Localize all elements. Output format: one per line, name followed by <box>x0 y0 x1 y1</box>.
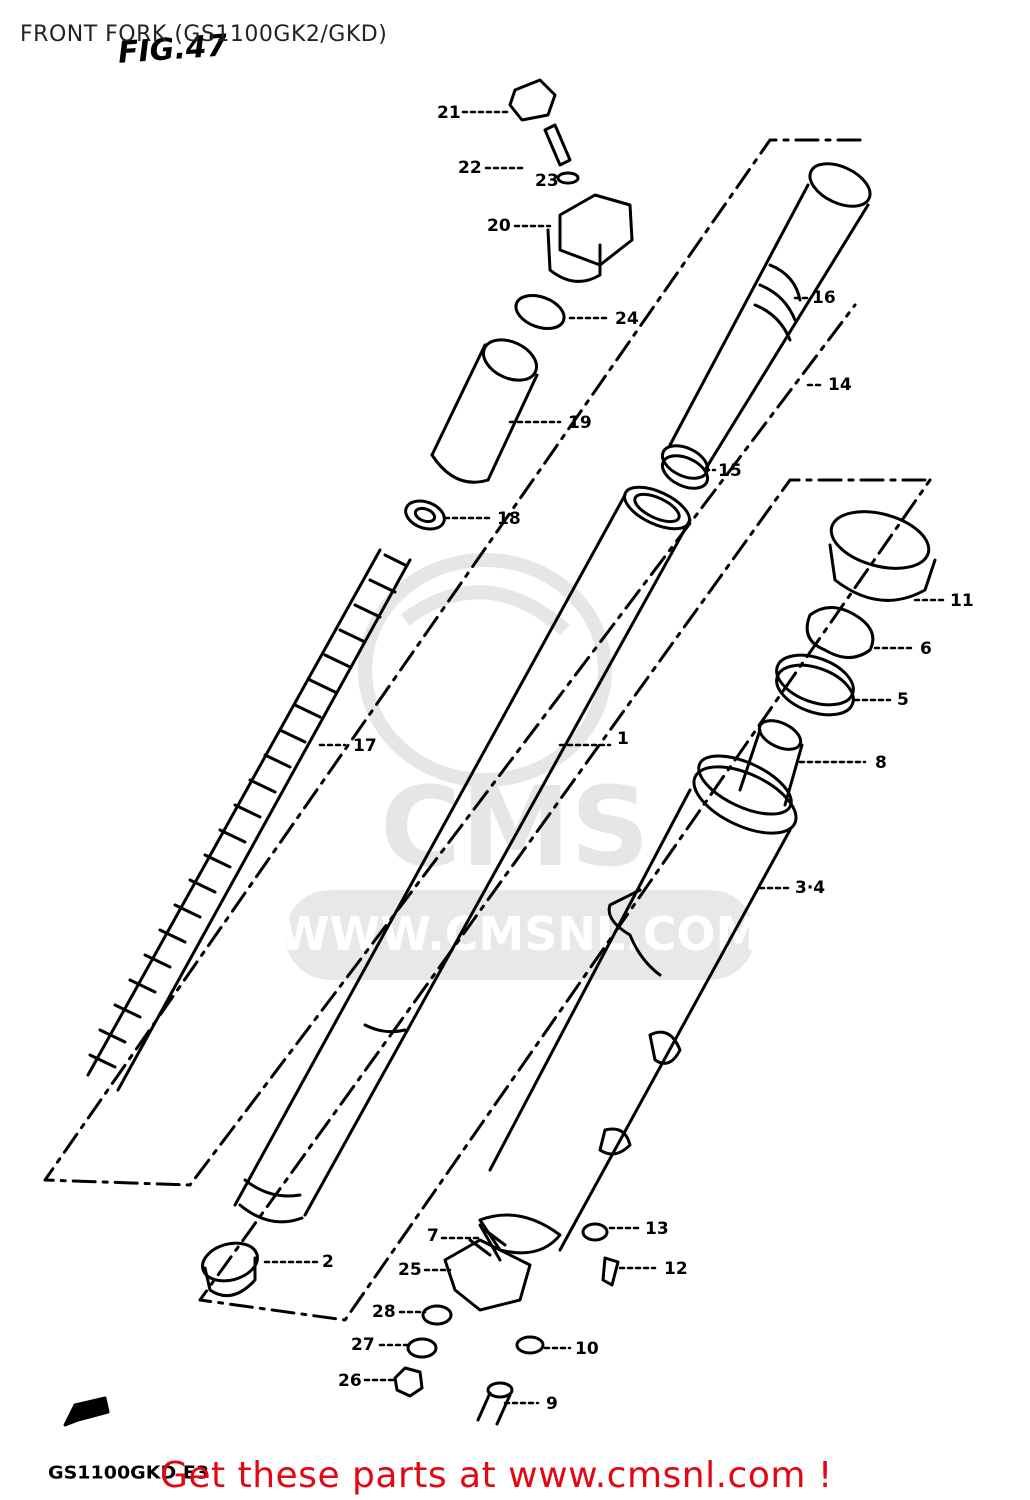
leader-lines <box>263 110 947 1405</box>
bolt-9 <box>476 1381 514 1426</box>
callout-17: 17 <box>353 736 377 756</box>
callout-9: 9 <box>546 1394 558 1414</box>
callout-7: 7 <box>427 1226 439 1246</box>
damper-rod-part <box>668 162 872 472</box>
o-ring <box>514 294 566 330</box>
bolt-7 <box>478 1223 502 1262</box>
rebound-spring-ring <box>660 444 710 490</box>
spacer-tube <box>430 338 539 484</box>
callout-23: 23 <box>535 171 559 191</box>
callout-2: 2 <box>322 1252 334 1272</box>
axle-holder <box>443 1228 532 1312</box>
cap-bolt <box>546 193 634 283</box>
washer-28 <box>421 1304 453 1326</box>
callout-20: 20 <box>487 216 511 236</box>
callout-16: 16 <box>812 288 836 308</box>
callout-13: 13 <box>645 1219 669 1239</box>
cylinder-part <box>738 719 804 807</box>
callout-6: 6 <box>920 639 932 659</box>
callout-19: 19 <box>568 413 592 433</box>
gasket-10 <box>515 1335 545 1355</box>
callout-25: 25 <box>398 1260 422 1280</box>
callout-27: 27 <box>351 1335 375 1355</box>
washer-27 <box>406 1337 438 1359</box>
nut-26 <box>393 1366 424 1398</box>
slide-bushing-ring <box>201 1241 259 1298</box>
callout-1: 1 <box>617 729 629 749</box>
callout-24: 24 <box>615 309 639 329</box>
parts-shop-link[interactable]: Get these parts at www.cmsnl.com ! <box>160 1455 833 1496</box>
callout-18: 18 <box>497 509 521 529</box>
callout-10: 10 <box>575 1339 599 1359</box>
dust-seal <box>828 510 937 602</box>
callout-22: 22 <box>458 158 482 178</box>
callout-8: 8 <box>875 753 887 773</box>
callout-5: 5 <box>897 690 909 710</box>
page-title: FRONT FORK (GS1100GK2/GKD) <box>20 22 388 47</box>
watermark-brand: CMS <box>380 763 649 891</box>
front-arrow-icon <box>63 1396 110 1427</box>
fork-spring-part <box>86 548 412 1092</box>
screw-12 <box>601 1256 620 1287</box>
watermark-logo: CMS WWW.CMSNL.COM <box>285 553 755 980</box>
air-valve-stem <box>543 123 580 185</box>
callout-12: 12 <box>664 1259 688 1279</box>
air-valve-cap <box>508 78 557 122</box>
oil-seal-ring <box>775 653 855 717</box>
callout-14: 14 <box>828 375 852 395</box>
callout-15: 15 <box>718 461 742 481</box>
watermark-url: WWW.CMSNL.COM <box>285 907 755 961</box>
washer-13 <box>581 1222 609 1242</box>
group-bracket-inner <box>43 138 862 1187</box>
callout-3-4: 3·4 <box>795 878 826 898</box>
stopper-ring <box>805 606 875 659</box>
inner-tube-part <box>233 485 692 1224</box>
model-code: GS1100GKD E3 <box>48 1462 210 1484</box>
callout-11: 11 <box>950 591 974 611</box>
group-bracket-outer <box>198 478 932 1322</box>
callout-21: 21 <box>437 103 461 123</box>
spring-seat-washer <box>404 499 446 531</box>
callout-28: 28 <box>372 1302 396 1322</box>
outer-tube-part <box>478 754 798 1255</box>
callout-26: 26 <box>338 1371 362 1391</box>
